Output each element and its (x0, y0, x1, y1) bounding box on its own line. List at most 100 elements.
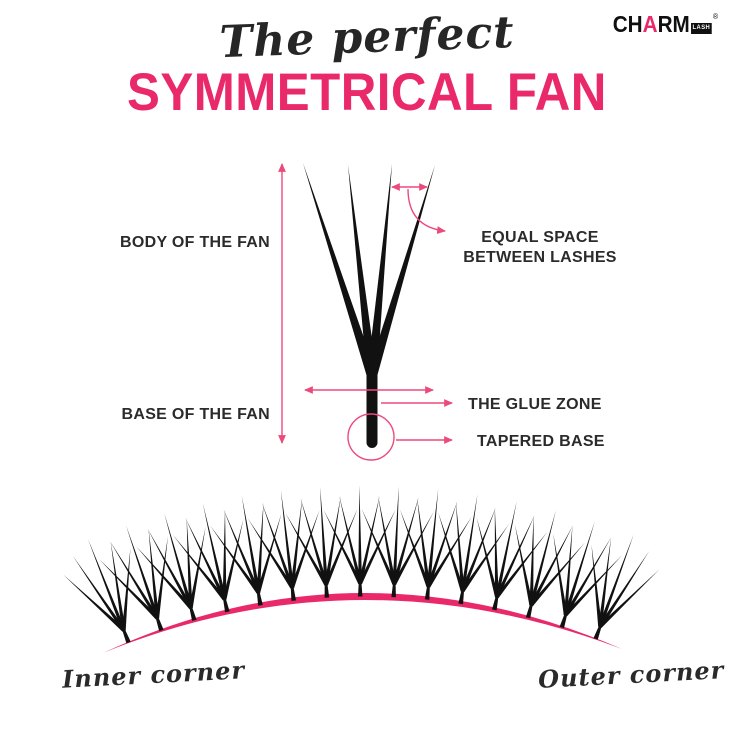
strip-lash (185, 518, 227, 601)
strip-lash (186, 517, 193, 608)
strip-lash (461, 523, 510, 593)
strip-lash (361, 508, 396, 585)
strip-lash (495, 501, 517, 598)
strip-lash (280, 490, 295, 588)
strip-lash (529, 542, 585, 607)
strip-lash (164, 513, 193, 609)
strip-lash (392, 486, 399, 585)
lash-strip (63, 485, 660, 653)
strip-lash (121, 548, 131, 631)
strip-lash (598, 534, 634, 628)
strip-lash (241, 496, 261, 593)
brand-logo: CHARM LASH ® (612, 13, 718, 36)
strip-lash (320, 486, 328, 585)
strip-lash (460, 494, 478, 592)
strip-lash (494, 507, 499, 598)
strip-lash (189, 526, 206, 609)
strip-lash (424, 586, 430, 600)
strip-lash (476, 517, 499, 598)
strip-lash (324, 584, 330, 598)
strip-lash (358, 495, 380, 584)
strip-lash (247, 518, 294, 589)
strip-lash (256, 513, 282, 594)
body-of-fan-label: BODY OF THE FAN (120, 234, 270, 251)
strip-lash (529, 525, 573, 606)
lash-strip-fans (63, 485, 660, 644)
strip-lash (399, 509, 431, 588)
brand-name: CHARM (612, 13, 689, 36)
strip-lash (63, 574, 126, 632)
strip-lash (391, 584, 396, 598)
strip-lash (261, 502, 294, 589)
strip-lash (495, 532, 548, 599)
strip-lash (285, 513, 328, 586)
equal-space-label: EQUAL SPACE BETWEEN LASHES (463, 229, 617, 266)
strip-lash (358, 485, 362, 584)
strip-lash (378, 495, 397, 585)
strip-lash (99, 559, 159, 620)
strip-lash (559, 614, 567, 629)
strip-lash (223, 509, 261, 594)
tapered-base-circle (347, 413, 395, 461)
strip-lash (126, 525, 160, 619)
glue-zone-label: THE GLUE ZONE (468, 396, 602, 413)
strip-lash (426, 489, 439, 587)
tapered-base-label: TAPERED BASE (477, 433, 605, 450)
strip-lash (148, 528, 160, 619)
strip-lash (460, 507, 496, 592)
strip-lash (598, 569, 660, 628)
strip-lash (417, 497, 431, 587)
strip-lash (222, 509, 227, 600)
strip-lash (88, 539, 126, 631)
strip-lash (553, 533, 568, 616)
page-title-text: SYMMETRICAL FAN (127, 63, 607, 122)
strip-lash (455, 501, 465, 592)
strip-lash (173, 535, 226, 601)
strip-lash (392, 497, 419, 585)
strip-lash (202, 503, 227, 600)
strip-lash (392, 511, 434, 586)
strip-lash (256, 502, 264, 593)
brand-accent-letter: A (642, 11, 658, 37)
strip-lash (72, 555, 126, 632)
fan-lash-4 (367, 165, 435, 378)
strip-lash (290, 498, 303, 588)
strip-lash (525, 604, 533, 619)
strip-lash (358, 583, 363, 597)
strip-lash (136, 546, 193, 610)
strip-lash (147, 528, 193, 609)
strip-lash (222, 519, 244, 600)
strip-lash (210, 525, 260, 594)
strip-lash (110, 541, 159, 620)
strip-lash (358, 509, 396, 585)
brand-sub-label: LASH (690, 23, 712, 34)
brand-suffix: RM (657, 11, 690, 37)
strip-lash (529, 515, 534, 606)
strip-lash (492, 596, 499, 611)
strip-lash (290, 587, 296, 601)
equal-space-pointer-arrow (407, 188, 446, 234)
strip-lash (514, 524, 534, 606)
strip-lash (426, 501, 458, 588)
strip-lash (110, 541, 126, 631)
strip-lash (563, 525, 573, 616)
page-title: SYMMETRICAL FAN (0, 63, 734, 122)
strip-lash (426, 516, 472, 588)
fan-stem (366, 371, 378, 448)
fan-lash-1 (303, 163, 377, 378)
strip-lash (300, 498, 328, 586)
strip-lash (591, 544, 602, 627)
annotations (278, 163, 453, 461)
strip-lash (593, 626, 602, 640)
registered-mark: ® (712, 12, 718, 21)
strip-lash (339, 495, 362, 584)
strip-lash (598, 537, 612, 627)
strip-lash (598, 551, 650, 628)
strip-lash (529, 510, 556, 606)
strip-lash (324, 495, 341, 585)
base-of-fan-label: BASE OF THE FAN (121, 406, 270, 423)
strip-lash (323, 509, 362, 585)
lash-strip-curve (103, 592, 622, 653)
